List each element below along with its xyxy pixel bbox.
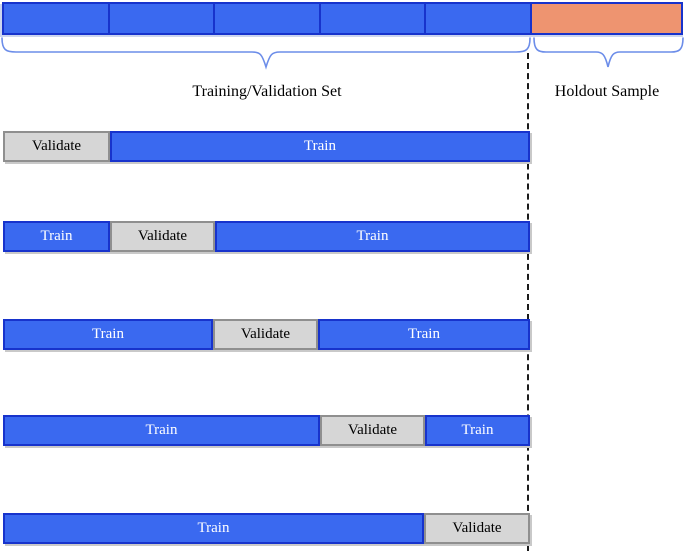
data-bar-segment — [426, 4, 532, 33]
train-segment: Train — [425, 415, 530, 446]
validate-segment: Validate — [424, 513, 530, 544]
train-segment: Train — [3, 319, 213, 350]
validate-segment: Validate — [320, 415, 425, 446]
train-segment: Train — [318, 319, 530, 350]
train-segment: Train — [3, 513, 424, 544]
holdout-bar-segment — [531, 4, 681, 33]
train-segment: Train — [110, 131, 530, 162]
holdout-sample-label: Holdout Sample — [554, 83, 660, 100]
data-bar-segment — [4, 4, 110, 33]
validate-segment: Validate — [110, 221, 215, 252]
train-segment: Train — [3, 415, 320, 446]
data-bar-segment — [109, 4, 216, 33]
validate-segment: Validate — [3, 131, 110, 162]
training-set-brace-icon — [1, 37, 531, 70]
holdout-brace-icon — [533, 37, 684, 68]
train-segment: Train — [3, 221, 110, 252]
validate-segment: Validate — [213, 319, 318, 350]
holdout-divider-dashed-line — [527, 53, 529, 551]
data-bar-segment — [215, 4, 321, 33]
training-validation-set-label: Training/Validation Set — [192, 83, 342, 100]
train-segment: Train — [215, 221, 530, 252]
data-bar-segment — [320, 4, 427, 33]
data-bar — [2, 2, 683, 35]
